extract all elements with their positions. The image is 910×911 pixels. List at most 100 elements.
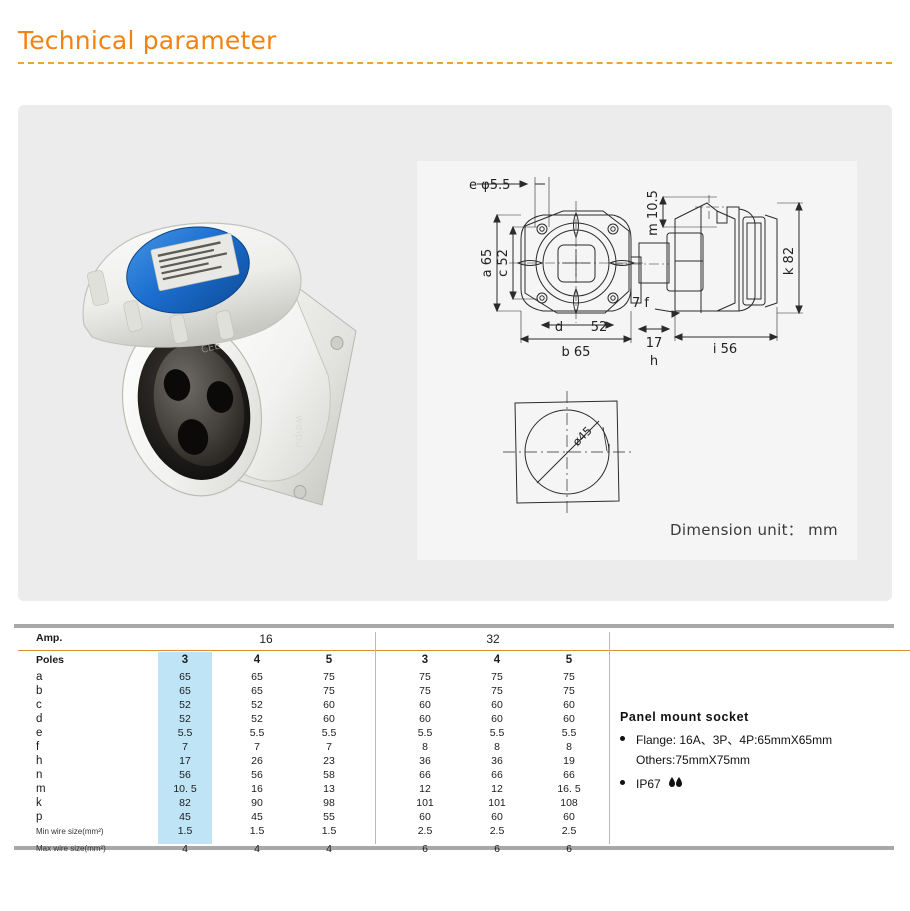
label-h: h: [650, 354, 658, 369]
row-cell: 90: [251, 797, 263, 809]
row-cell: 75: [323, 685, 335, 697]
table-row: d 52 52 60 60 60 60: [18, 713, 610, 729]
label-7f: 7 f: [632, 296, 649, 311]
label-k82: k 82: [782, 247, 797, 275]
row-cell: 56: [251, 769, 263, 781]
amp-group-16: 16: [259, 632, 273, 646]
label-phi45: ø45: [570, 424, 595, 449]
label-17: 17: [646, 336, 663, 351]
note-text: IP67: [636, 777, 661, 791]
table-bottom-bar: [14, 846, 894, 850]
row-cell: 17: [179, 755, 191, 767]
row-cell: 45: [179, 811, 191, 823]
label-e-phi: e φ5.5: [469, 178, 510, 193]
showcase-panel: weipu CEE: [18, 105, 892, 601]
row-cell: 65: [179, 671, 191, 683]
note-subtext: Others:75mmX75mm: [636, 753, 751, 767]
row-cell: 4: [326, 843, 332, 855]
row-cell: 8: [566, 741, 572, 753]
label-d: d: [555, 320, 563, 335]
table-right-divider: [609, 632, 610, 844]
row-cell: 75: [419, 685, 431, 697]
row-cell: 101: [488, 797, 506, 809]
table-top-bar: [14, 624, 894, 628]
row-cell: 101: [416, 797, 434, 809]
socket-lid: [82, 222, 302, 348]
label-c52: c 52: [496, 249, 511, 277]
bullet-icon: [620, 736, 625, 741]
row-cell: 60: [323, 699, 335, 711]
row-cell: 5.5: [321, 727, 337, 739]
table-row: Max wire size(mm²) 4 4 4 6 6 6: [18, 843, 610, 859]
poles-32-4: 4: [493, 654, 501, 666]
table-row: n 56 56 58 66 66 66: [18, 769, 610, 785]
row-cell: 12: [491, 783, 503, 795]
front-view-drawing: [477, 177, 643, 343]
table-row: p 45 45 55 60 60 60: [18, 811, 610, 827]
row-cell: 1.5: [321, 825, 337, 837]
row-cell: 60: [563, 811, 575, 823]
label-d-value: 52: [591, 320, 608, 335]
notes-title: Panel mount socket: [620, 710, 749, 724]
row-cell: 75: [563, 685, 575, 697]
row-cell: 98: [323, 797, 335, 809]
technical-drawing-panel: e φ5.5 a 65 c 52 d 52 b 65 m 10.5 k 82 7…: [417, 161, 857, 560]
row-label: k: [36, 797, 42, 809]
page-title: Technical parameter: [18, 26, 277, 55]
row-cell: 56: [179, 769, 191, 781]
table-amp-row: Amp. 16 32: [18, 632, 610, 648]
row-label: Max wire size(mm²): [36, 844, 106, 853]
header-divider: [18, 62, 892, 64]
poles-16-3: 3: [181, 654, 189, 666]
row-label: a: [36, 671, 43, 683]
row-label: d: [36, 713, 43, 725]
table-row: b 65 65 75 75 75 75: [18, 685, 610, 701]
brand-text: weipu: [293, 415, 306, 448]
row-cell: 7: [326, 741, 332, 753]
socket-rating-label: [150, 233, 240, 291]
row-cell: 1.5: [177, 825, 193, 837]
row-cell: 75: [419, 671, 431, 683]
row-cell: 65: [251, 671, 263, 683]
row-cell: 12: [419, 783, 431, 795]
row-cell: 58: [323, 769, 335, 781]
table-row: Min wire size(mm²) 1.5 1.5 1.5 2.5 2.5 2…: [18, 825, 610, 841]
row-cell: 5.5: [561, 727, 577, 739]
front-view-labels: e φ5.5 a 65 c 52 d 52 b 65: [469, 178, 607, 360]
row-cell: 60: [323, 713, 335, 725]
highlighted-column: [158, 652, 212, 844]
row-cell: 52: [251, 713, 263, 725]
row-label: b: [36, 685, 43, 697]
table-row: a 65 65 75 75 75 75: [18, 671, 610, 687]
row-cell: 19: [563, 755, 575, 767]
dimension-unit-label: Dimension unit： mm: [670, 521, 838, 539]
row-cell: 7: [254, 741, 260, 753]
poles-label: Poles: [36, 654, 65, 666]
row-cell: 6: [494, 843, 500, 855]
row-cell: 6: [422, 843, 428, 855]
table-row: h 17 26 23 36 36 19: [18, 755, 610, 771]
row-cell: 65: [251, 685, 263, 697]
row-cell: 1.5: [249, 825, 265, 837]
row-cell: 75: [491, 671, 503, 683]
table-poles-row: Poles 3 4 5 3 4 5: [18, 654, 610, 670]
row-label: c: [36, 699, 42, 711]
row-cell: 5.5: [249, 727, 265, 739]
row-cell: 23: [323, 755, 335, 767]
row-label: h: [36, 755, 43, 767]
product-photo: weipu CEE: [60, 175, 410, 535]
row-cell: 52: [179, 713, 191, 725]
row-cell: 5.5: [417, 727, 433, 739]
note-item-flange: Flange: 16A、3P、4P:65mmX65mm: [620, 731, 900, 749]
side-view-labels: m 10.5 k 82 7 f 17 h i 56: [632, 190, 797, 369]
table-row: f 7 7 7 8 8 8: [18, 741, 610, 757]
row-cell: 36: [491, 755, 503, 767]
table-row: c 52 52 60 60 60 60: [18, 699, 610, 715]
row-cell: 60: [491, 699, 503, 711]
row-cell: 55: [323, 811, 335, 823]
table-row: m 10. 5 16 13 12 12 16. 5: [18, 783, 610, 799]
poles-16-5: 5: [325, 654, 333, 666]
row-cell: 82: [179, 797, 191, 809]
table-header-rule: [18, 650, 910, 651]
